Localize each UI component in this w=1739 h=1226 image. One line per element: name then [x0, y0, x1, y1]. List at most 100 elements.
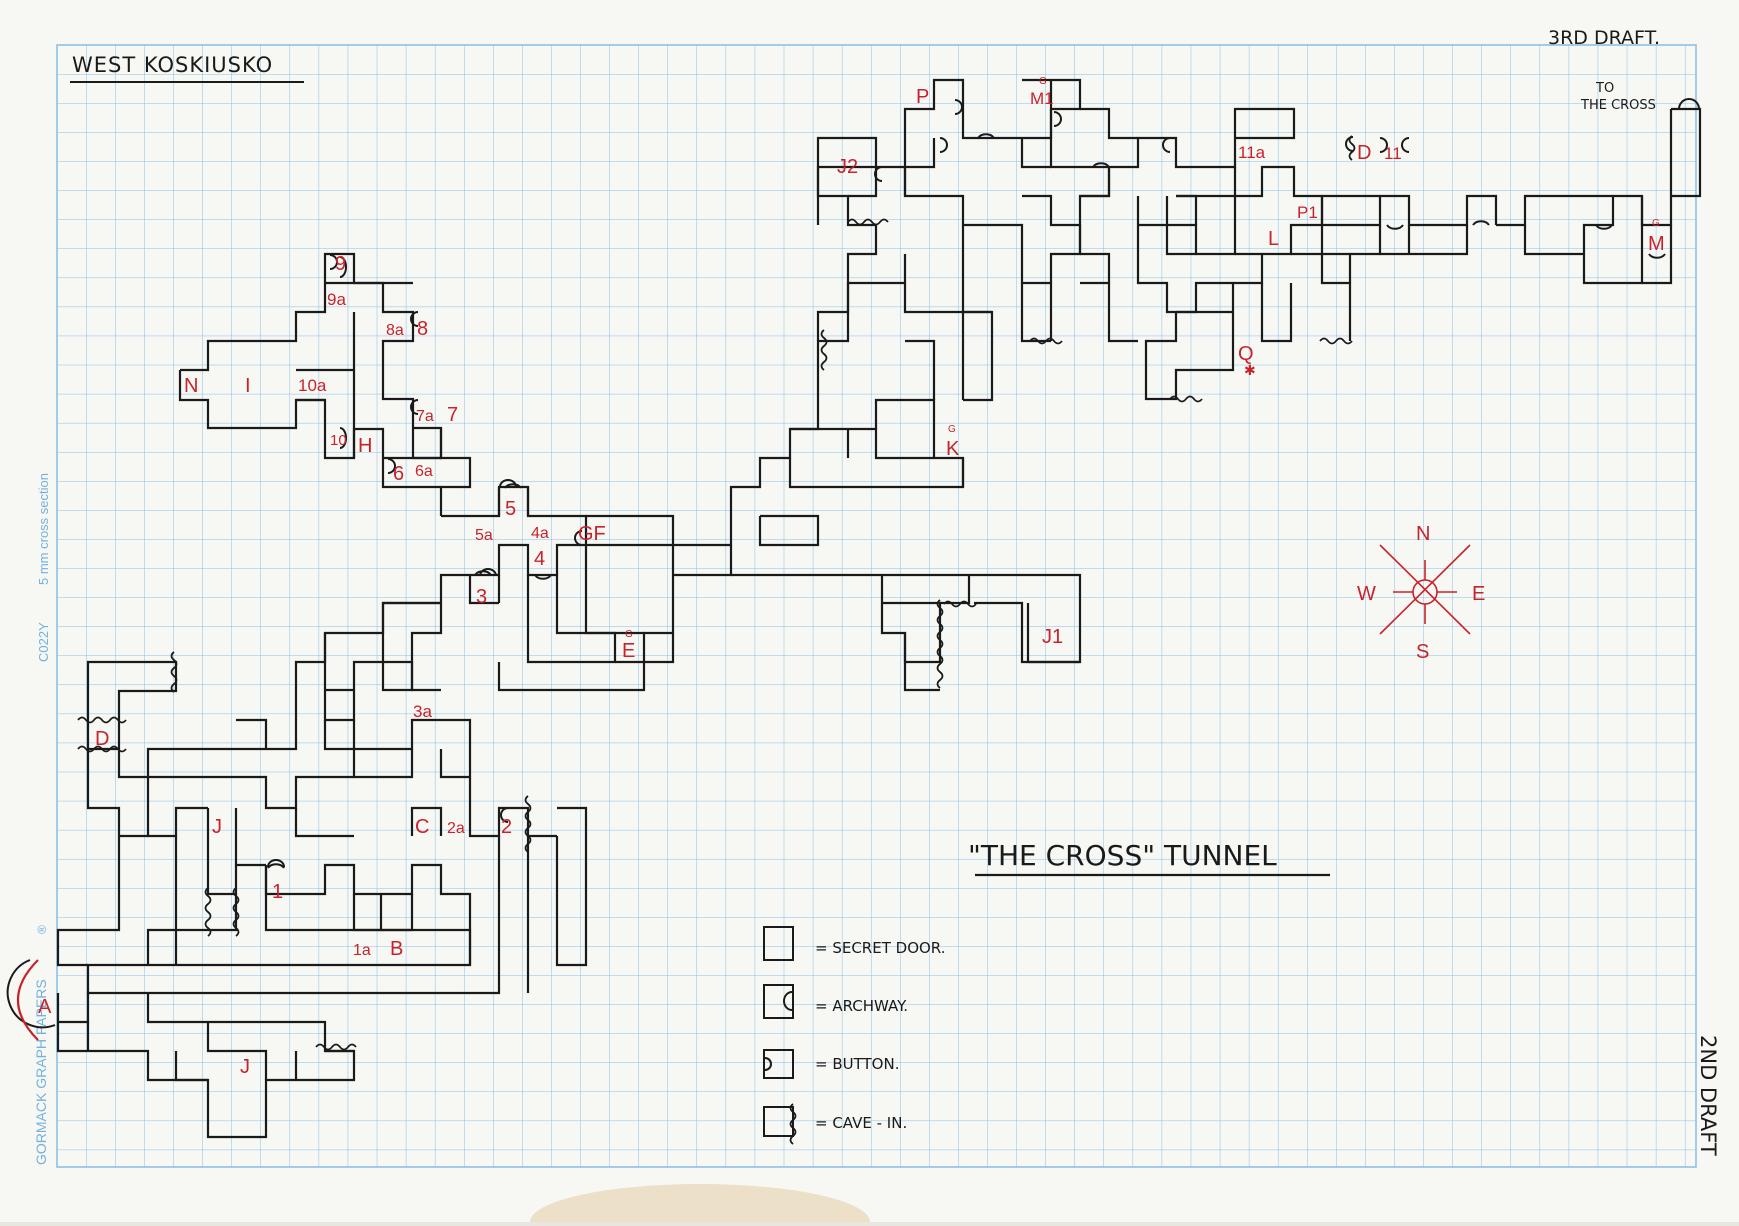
wall: [1107, 283, 1138, 343]
wall: [615, 631, 675, 664]
button-marker: [339, 256, 347, 278]
cave-in: [820, 329, 828, 371]
archways: [6, 98, 1700, 1029]
wall: [526, 575, 617, 664]
wall: [206, 808, 238, 896]
label-P1: P1: [1297, 203, 1318, 222]
wall: [56, 836, 121, 967]
legend-secret-door-icon: [763, 926, 794, 961]
wall: [323, 718, 472, 779]
wall: [174, 1051, 208, 1082]
wall: [1235, 165, 1324, 256]
wall: [411, 429, 441, 460]
button-marker: [267, 859, 285, 868]
corridor-walls: [56, 78, 1702, 1139]
wall: [206, 1022, 268, 1080]
label-6: 6: [393, 463, 404, 485]
legend-secret-door-label: = SECRET DOOR.: [815, 939, 945, 957]
buttons: [267, 256, 517, 868]
wall: [758, 514, 820, 547]
wall: [86, 836, 501, 995]
wall: [236, 718, 268, 749]
wall: [1080, 167, 1111, 198]
label-2a: 2a: [447, 820, 465, 837]
wall: [1523, 225, 1584, 256]
wall: [1080, 107, 1138, 140]
compass-e: E: [1472, 583, 1485, 605]
archway: [1648, 253, 1666, 259]
wall: [1020, 138, 1051, 169]
wall: [903, 633, 940, 692]
label-I: I: [245, 375, 251, 397]
wall: [816, 107, 1296, 341]
label-K: K: [946, 438, 960, 460]
compass-s: S: [1416, 641, 1429, 663]
wall: [586, 514, 675, 547]
cave-in: [1319, 337, 1353, 345]
label-A: A: [38, 996, 52, 1018]
wall: [264, 865, 472, 965]
archway: [874, 166, 883, 182]
legend-cave-in-icon-box: [763, 1106, 794, 1137]
compass-w: W: [1357, 583, 1376, 605]
label-10: 10: [330, 432, 347, 449]
button-marker: [499, 479, 517, 488]
map-region-title: WEST KOSKIUSKO: [72, 53, 273, 77]
wall: [555, 806, 588, 967]
label-8a: 8a: [386, 322, 404, 339]
label-J2: J2: [837, 156, 858, 178]
label-N: N: [184, 375, 198, 397]
archway: [504, 483, 522, 489]
archway: [500, 807, 509, 823]
cave-in: [77, 745, 127, 753]
wall: [903, 78, 965, 196]
wall: [940, 575, 971, 605]
paper-mark: ®: [35, 925, 49, 934]
draft-top: 3RD DRAFT.: [1548, 27, 1660, 49]
label-J1: J1: [1042, 626, 1063, 648]
wall: [1022, 78, 1082, 111]
label-GF: GF: [578, 523, 606, 545]
cave-in: [77, 716, 127, 724]
entrance-arc: [17, 959, 39, 1041]
label-D-right: D: [1357, 142, 1371, 164]
label-7: 7: [447, 404, 458, 426]
tunnel-title: "THE CROSS" TUNNEL: [968, 839, 1277, 872]
label-8: 8: [417, 318, 428, 340]
exit-label-cross: THE CROSS: [1580, 98, 1656, 113]
legend-archway-icon-box: [763, 984, 794, 1019]
legend-cave-in-label: = CAVE - IN.: [815, 1114, 907, 1132]
legend: = SECRET DOOR. = ARCHWAY. = BUTTON. = CA…: [763, 926, 945, 1145]
label-10a: 10a: [298, 376, 327, 395]
wall: [56, 993, 356, 1139]
label-7a: 7a: [416, 408, 434, 425]
wall: [86, 660, 178, 779]
wall: [86, 691, 150, 838]
label-E: E: [622, 640, 635, 662]
cave-in: [170, 651, 178, 693]
label-C: C: [415, 816, 429, 838]
archway: [1678, 98, 1700, 110]
wall: [1026, 603, 1080, 664]
cave-in: [1169, 395, 1203, 403]
wall: [439, 428, 472, 516]
archway: [977, 133, 995, 139]
label-9a: 9a: [327, 290, 346, 309]
cave-in: [1029, 337, 1063, 345]
cave-in: [943, 600, 977, 608]
wall: [874, 398, 936, 458]
label-6a: 6a: [415, 463, 433, 480]
wall: [352, 720, 414, 779]
archway: [1092, 162, 1110, 168]
label-Q: Q: [1238, 343, 1254, 365]
label-5: 5: [505, 498, 516, 520]
wall: [381, 573, 470, 692]
legend-archway-icon: [783, 991, 793, 1011]
archway: [1401, 137, 1410, 153]
archway: [1386, 224, 1404, 230]
cave-in: [315, 1043, 357, 1051]
wall: [148, 806, 208, 838]
label-H: H: [358, 435, 372, 457]
